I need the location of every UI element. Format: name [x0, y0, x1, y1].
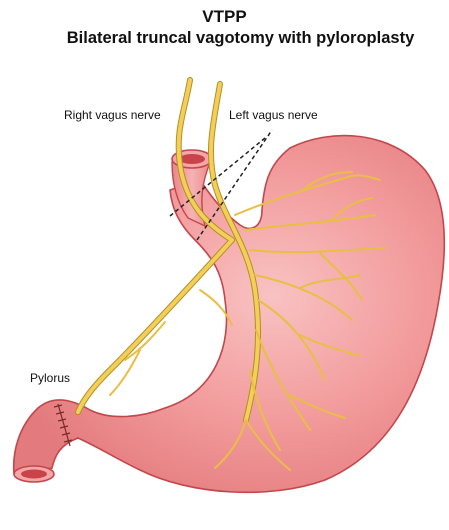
diagram-subtitle: Bilateral truncal vagotomy with pyloropl…	[16, 28, 449, 48]
right-vagus-label: Right vagus nerve	[64, 108, 161, 122]
diagram-title: VTPP	[0, 6, 449, 28]
stomach-body	[14, 136, 445, 493]
left-vagus-label: Left vagus nerve	[229, 108, 318, 122]
title-block: VTPP Bilateral truncal vagotomy with pyl…	[0, 6, 449, 48]
pylorus-label: Pylorus	[30, 371, 70, 385]
